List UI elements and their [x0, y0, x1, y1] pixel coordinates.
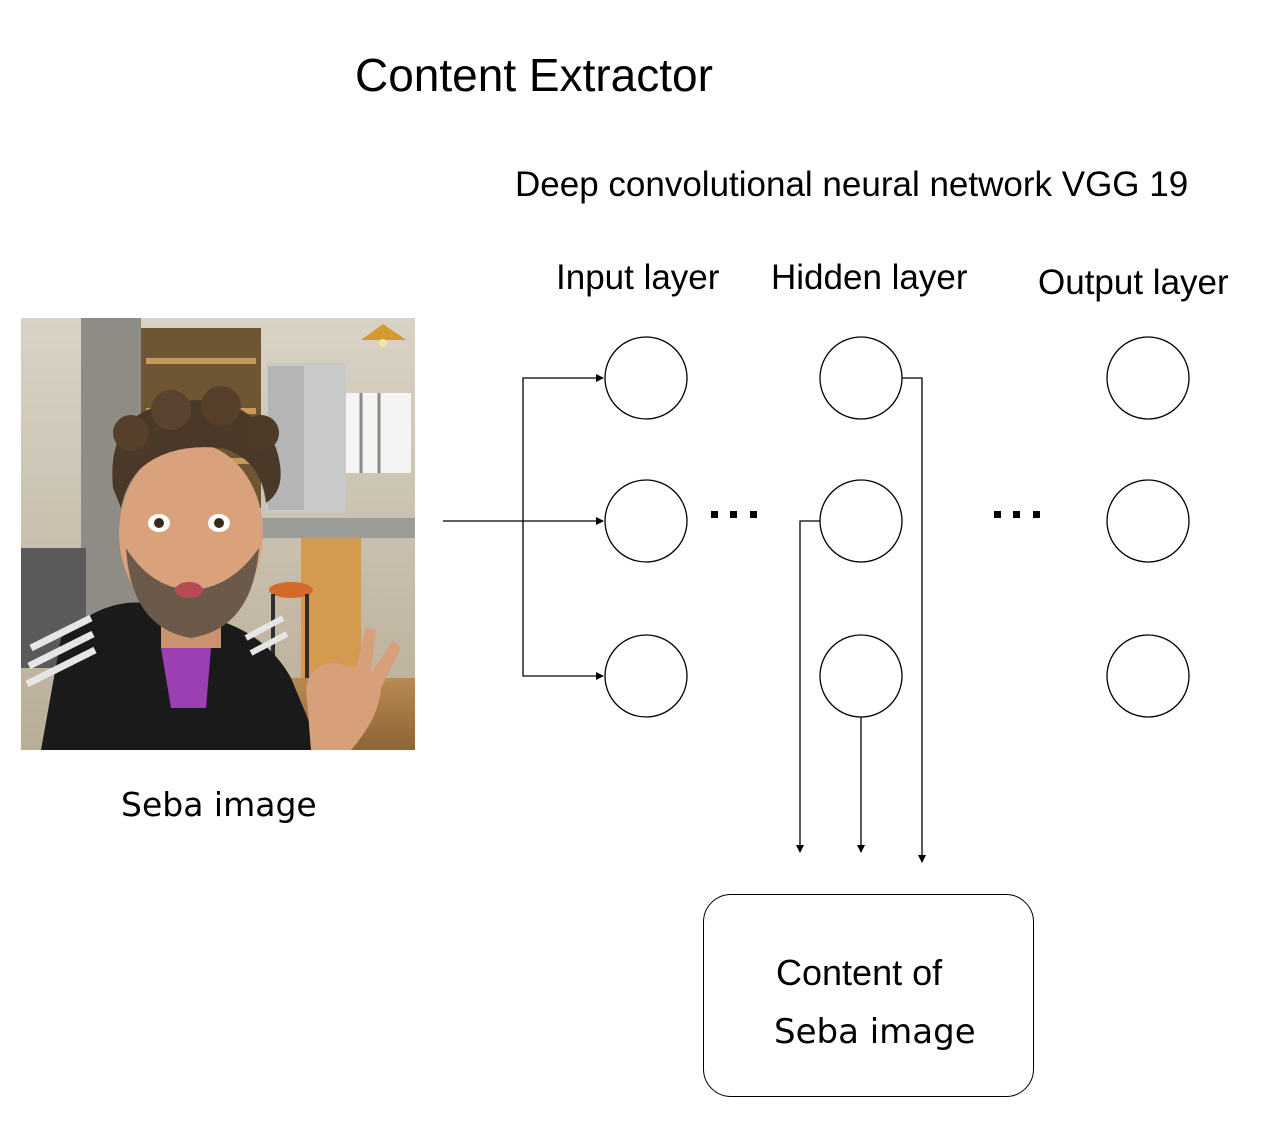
arrow-hidden-1-to-content [902, 377, 926, 863]
seba-photo [21, 318, 415, 750]
hidden-layer-neurons [819, 336, 903, 718]
hidden-neuron [819, 479, 903, 563]
input-neuron [604, 479, 688, 563]
content-output-box [703, 894, 1034, 1097]
photo-illustration [21, 318, 415, 750]
input-layer-label: Input layer [556, 258, 720, 297]
network-name: Deep convolutional neural network VGG 19 [515, 165, 1189, 204]
content-output-line1: Content of [776, 952, 943, 993]
arrow-to-input-neuron-1 [522, 374, 604, 521]
ellipsis-hidden-output [994, 511, 1040, 518]
content-connectors [796, 377, 926, 863]
output-layer-label: Output layer [1038, 263, 1229, 302]
output-neuron [1106, 336, 1190, 420]
input-connector [443, 374, 604, 680]
arrow-to-input-neuron-3 [522, 521, 604, 680]
output-neuron [1106, 479, 1190, 563]
content-output-line2: Seba image [774, 1012, 976, 1052]
ellipsis-input-hidden [711, 511, 757, 518]
output-neuron [1106, 634, 1190, 718]
input-layer-neurons [604, 336, 688, 718]
hidden-neuron [819, 336, 903, 420]
output-layer-neurons [1106, 336, 1190, 718]
arrow-hidden-2-to-content [796, 520, 820, 853]
diagram-title: Content Extractor [355, 49, 713, 101]
input-neuron [604, 634, 688, 718]
hidden-neuron [819, 634, 903, 718]
input-image-caption: Seba image [121, 785, 317, 824]
input-neuron [604, 336, 688, 420]
hidden-layer-label: Hidden layer [771, 258, 968, 297]
